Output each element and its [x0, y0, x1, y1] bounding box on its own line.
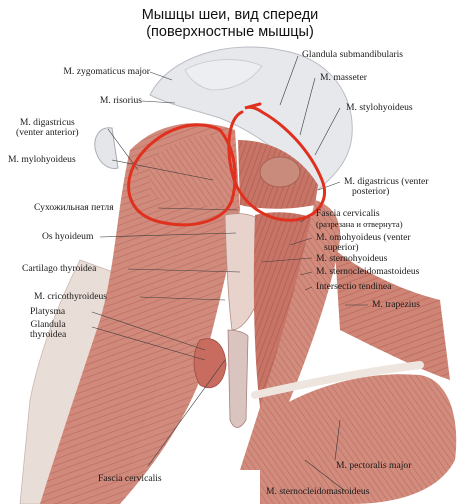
- figure-title-line-1: Мышцы шеи, вид спереди: [141, 7, 319, 23]
- label-fascia-cervicalis-line-1: Fascia cervicalis: [316, 208, 380, 219]
- label-digastricus-anterior-line-2: (venter anterior): [16, 127, 79, 138]
- figure-title-line-2: (поверхностные мышцы): [146, 24, 314, 40]
- label-omohyoideus-line-2: superior): [324, 242, 359, 253]
- trapezius-muscle: [335, 250, 450, 380]
- label-omohyoideus-line-1: M. omohyoideus (venter: [316, 232, 411, 243]
- right-annotation-circle: [227, 102, 326, 222]
- red-annotation-circles: [127, 102, 326, 227]
- label-masseter: M. masseter: [320, 72, 367, 83]
- label-cartilago-thyroidea: Cartilago thyroidea: [22, 263, 97, 274]
- label-tendon-loop: Сухожильная петля: [34, 202, 114, 213]
- clavicle: [251, 361, 424, 399]
- label-omohyoideus: M. omohyoideus (venter superior): [316, 233, 411, 253]
- label-platysma: Platysma: [30, 306, 66, 317]
- label-glandula-thyroidea-line-1: Glandula: [30, 319, 66, 330]
- label-fascia-cervicalis-line-2: (разрезана и отвернута): [316, 219, 403, 229]
- sternocleidomastoid-muscle: [240, 200, 341, 470]
- label-digastricus-posterior-line-2: posterior): [352, 186, 390, 197]
- chin-skin: [184, 59, 263, 91]
- label-cricothyroideus: M. cricothyroideus: [34, 291, 108, 302]
- mylohyoid-area: [150, 135, 236, 207]
- label-stylohyoideus: M. stylohyoideus: [346, 102, 413, 113]
- label-pectoralis-major: M. pectoralis major: [336, 460, 412, 471]
- label-sternocleidomastoideus: M. sternocleidomastoideus: [316, 266, 420, 277]
- label-glandula-thyroidea: Glandula thyroidea: [30, 320, 66, 340]
- label-glandula-thyroidea-line-2: thyroidea: [30, 329, 67, 340]
- label-risorius: M. risorius: [99, 95, 142, 106]
- label-glandula-submandibularis: Glandula submandibularis: [302, 49, 403, 60]
- label-intersectio-tendinea: Intersectio tendinea: [316, 281, 392, 292]
- label-digastricus-posterior: M. digastricus (venter posterior): [344, 177, 428, 197]
- ear: [94, 127, 119, 169]
- trachea: [227, 329, 249, 428]
- label-digastricus-posterior-line-1: M. digastricus (venter: [344, 176, 429, 187]
- thyroid-cartilage: [224, 213, 263, 331]
- label-trapezius: M. trapezius: [372, 299, 420, 310]
- label-digastricus-anterior-line-1: M. digastricus: [19, 117, 75, 128]
- thyroid-gland: [193, 338, 227, 389]
- label-sternohyoideus: M. sternohyoideus: [316, 253, 388, 264]
- platysma-muscle: [40, 123, 240, 504]
- leader-lines: [91, 55, 368, 492]
- label-os-hyoideum: Os hyoideum: [42, 231, 94, 242]
- submandibular-gland: [259, 156, 301, 188]
- label-sternocleidomastoideus-bottom: M. sternocleidomastoideus: [266, 486, 370, 497]
- pectoralis-muscle: [260, 374, 457, 504]
- label-zygomaticus: M. zygomaticus major: [63, 66, 150, 77]
- label-fascia-cervicalis: Fascia cervicalis (разрезана и отвернута…: [316, 208, 403, 230]
- label-fascia-cervicalis-bottom: Fascia cervicalis: [98, 473, 162, 484]
- label-digastricus-anterior: M. digastricus (venter anterior): [16, 118, 79, 138]
- label-mylohyoideus: M. mylohyoideus: [8, 154, 76, 165]
